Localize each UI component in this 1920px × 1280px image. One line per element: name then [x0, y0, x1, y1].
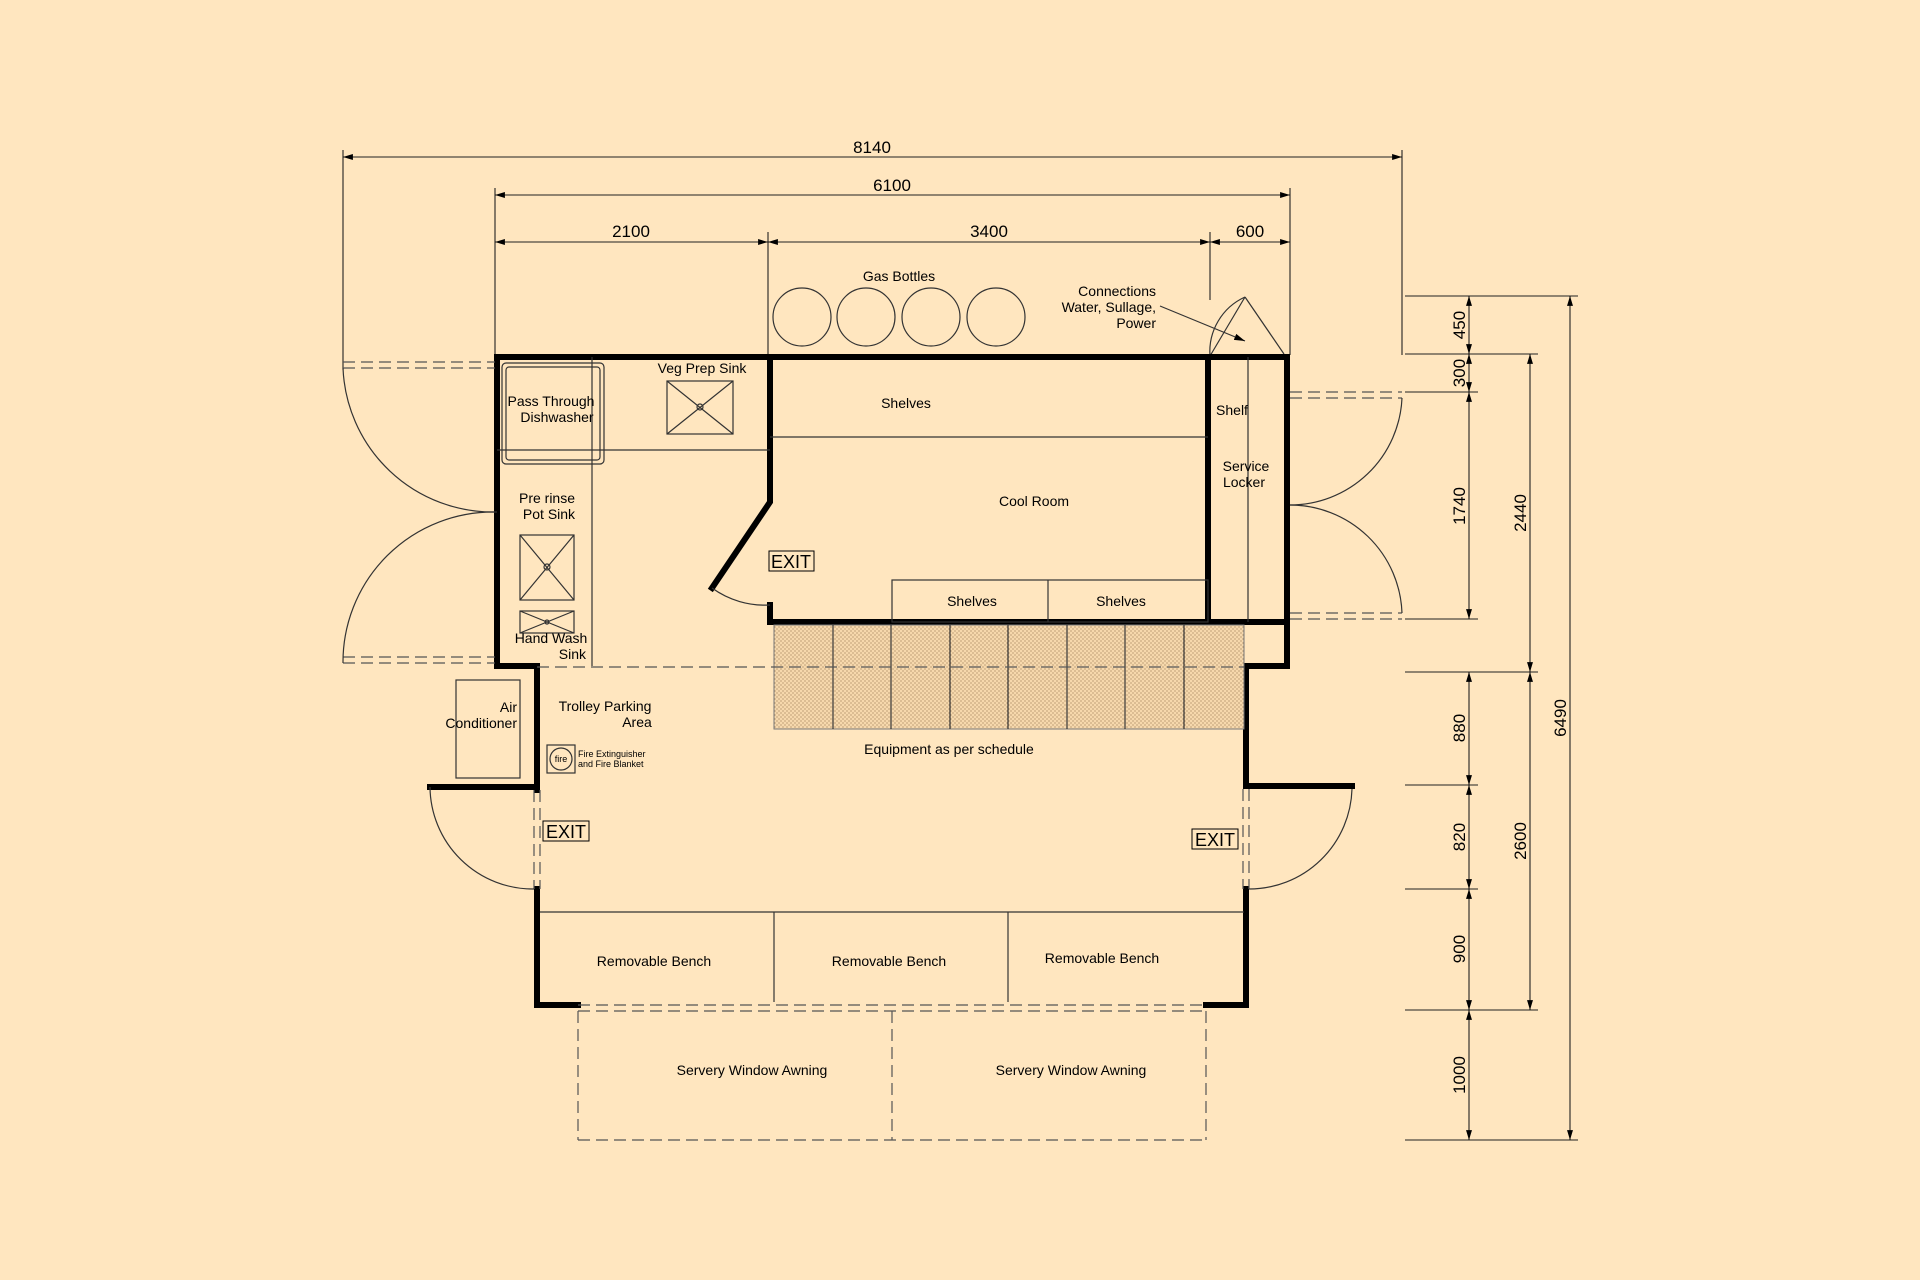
dim-label-6490: 6490: [1551, 699, 1570, 737]
gas-bottles: Gas Bottles: [772, 268, 1026, 347]
dishwasher-label-1: Pass Through: [508, 393, 595, 409]
trolley-label-1: Trolley Parking: [559, 698, 652, 714]
service-locker-label-2: Locker: [1223, 474, 1265, 490]
exit-sign-right-box: [1191, 828, 1239, 850]
awning-1-label: Servery Window Awning: [677, 1062, 828, 1078]
equipment-zone: [773, 624, 1245, 730]
dim-label-2600: 2600: [1511, 822, 1530, 860]
servery-awning: Servery Window Awning Servery Window Awn…: [577, 1004, 1207, 1141]
dim-label-1000: 1000: [1450, 1056, 1469, 1094]
dim-label-1740: 1740: [1450, 487, 1469, 525]
service-locker-label-1: Service: [1223, 458, 1270, 474]
gas-bottle: [772, 287, 832, 347]
hand-wash-label-2: Sink: [559, 646, 587, 662]
walls: [427, 354, 1355, 1008]
dim-label-450: 450: [1450, 311, 1469, 339]
bench-3-label: Removable Bench: [1045, 950, 1159, 966]
exit-sign-coolroom: EXIT: [771, 552, 811, 572]
bench-2-label: Removable Bench: [832, 953, 946, 969]
dim-label-3400: 3400: [970, 222, 1008, 241]
shelves-top-label: Shelves: [881, 395, 931, 411]
exit-sign-left: EXIT: [546, 822, 586, 842]
fire-extinguisher-icon: [549, 747, 573, 771]
fire-extinguisher: fire Fire Extinguisher and Fire Blanket: [546, 744, 646, 774]
top-dimensions: 8140 6100 2100 3400 600: [342, 138, 1403, 370]
pre-rinse-label-1: Pre rinse: [519, 490, 575, 506]
hand-wash-label-1: Hand Wash: [515, 630, 588, 646]
pre-rinse-label-2: Pot Sink: [523, 506, 576, 522]
gas-bottle: [901, 287, 961, 347]
pot-sink: [519, 534, 575, 601]
dim-label-6100: 6100: [873, 176, 911, 195]
exit-sign-right: EXIT: [1195, 830, 1235, 850]
cool-room-label: Cool Room: [999, 493, 1069, 509]
air-conditioner: [455, 679, 521, 779]
exit-sign-coolroom-box: [768, 550, 815, 572]
dishwasher: [501, 362, 605, 465]
connections: Connections Water, Sullage, Power: [1062, 283, 1285, 357]
fixtures: Pass Through Dishwasher Veg Prep Sink Pr…: [445, 357, 1270, 1002]
hand-wash-sink: [519, 610, 575, 634]
right-doors: [1289, 391, 1403, 620]
shelf-label: Shelf: [1216, 402, 1248, 418]
left-doors: [342, 361, 497, 664]
dishwasher-label-2: Dishwasher: [520, 409, 593, 425]
connections-label-2: Water, Sullage,: [1062, 299, 1156, 315]
dim-label-880: 880: [1450, 714, 1469, 742]
gas-bottles-label: Gas Bottles: [863, 268, 935, 284]
gas-bottle: [966, 287, 1026, 347]
shelves-bottom-left-label: Shelves: [947, 593, 997, 609]
dim-label-900: 900: [1450, 935, 1469, 963]
dim-label-8140: 8140: [853, 138, 891, 157]
fire-ext-label-1: Fire Extinguisher: [578, 749, 646, 759]
gas-bottle: [836, 287, 896, 347]
fire-ext-label-2: and Fire Blanket: [578, 759, 644, 769]
awning-2-label: Servery Window Awning: [996, 1062, 1147, 1078]
equipment-label: Equipment as per schedule: [864, 741, 1034, 757]
exit-sign-left-box: [542, 820, 590, 842]
dim-label-600: 600: [1236, 222, 1264, 241]
dim-label-820: 820: [1450, 823, 1469, 851]
air-conditioner-label-1: Air: [500, 699, 517, 715]
fire-icon-text: fire: [555, 754, 568, 764]
trolley-label-2: Area: [622, 714, 652, 730]
connections-label-3: Power: [1116, 315, 1156, 331]
dim-label-2100: 2100: [612, 222, 650, 241]
veg-prep-sink: [666, 380, 734, 435]
shelves-bottom-right-label: Shelves: [1096, 593, 1146, 609]
exit-signs: EXIT EXIT EXIT: [542, 550, 1239, 850]
lower-exit-doors: [429, 786, 1353, 890]
air-conditioner-label-2: Conditioner: [445, 715, 517, 731]
bench-1-label: Removable Bench: [597, 953, 711, 969]
veg-prep-sink-label: Veg Prep Sink: [658, 360, 748, 376]
dim-label-2440: 2440: [1511, 494, 1530, 532]
right-dimensions: 450 300 1740 2440 880 820 900 2600 1000 …: [1405, 295, 1578, 1141]
dim-label-300: 300: [1450, 359, 1469, 387]
connections-label-1: Connections: [1078, 283, 1156, 299]
